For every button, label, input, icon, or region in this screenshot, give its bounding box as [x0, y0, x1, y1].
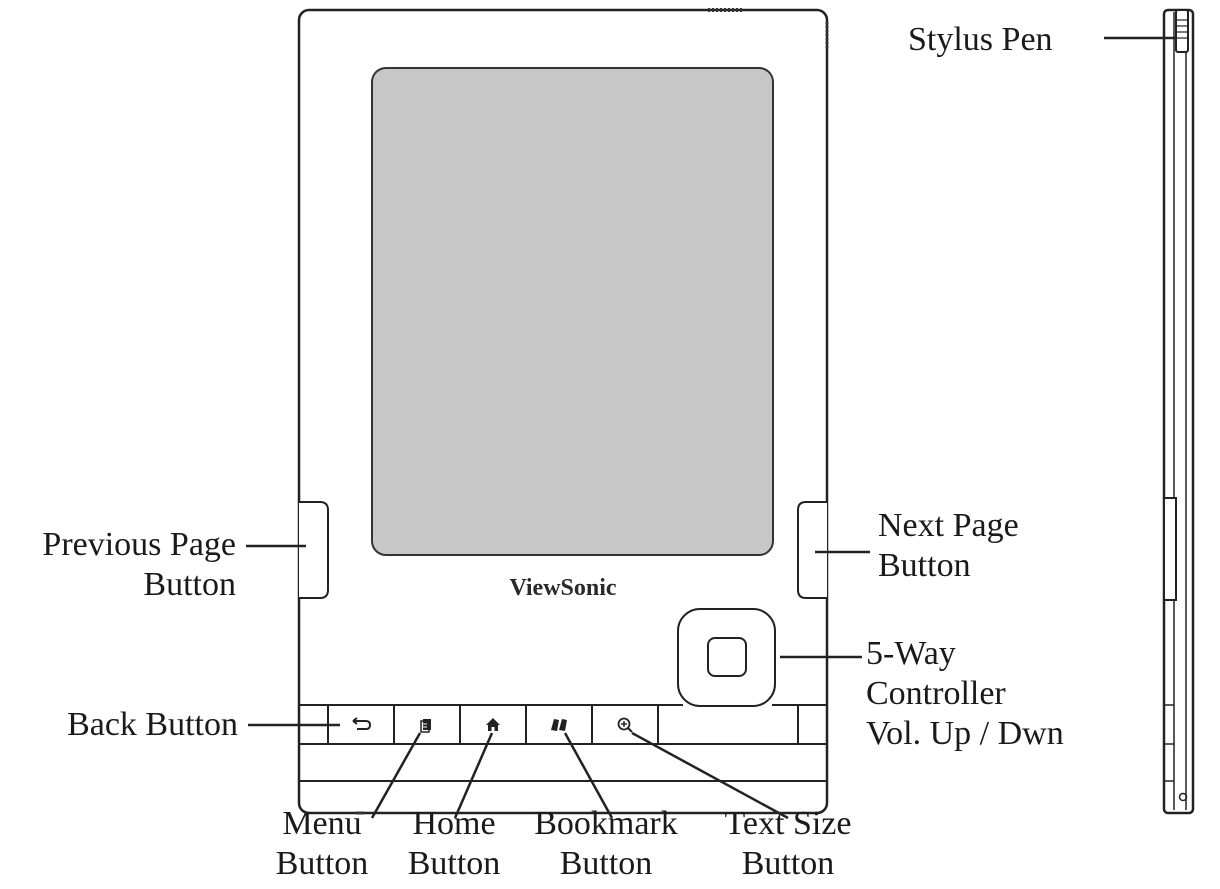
leader-bookmark	[563, 732, 614, 819]
label-next-page-line1: Next Page	[878, 507, 1019, 544]
label-back-button: Back Button	[67, 706, 238, 743]
label-previous-page-line2: Button	[143, 566, 236, 603]
label-text-size-line2: Button	[741, 845, 835, 882]
stylus-pen[interactable]	[1175, 9, 1189, 53]
e-ink-screen	[371, 67, 774, 556]
previous-page-button[interactable]	[299, 501, 329, 599]
leader-text-size	[631, 731, 789, 820]
label-bookmark-line2: Button	[559, 845, 653, 882]
zoom-in-icon	[617, 717, 633, 733]
label-menu-line2: Button	[275, 845, 369, 882]
label-text-size-line1: Text Size	[724, 805, 852, 842]
label-home-line2: Button	[407, 845, 501, 882]
label-next-page: Next Page Button	[878, 506, 1019, 586]
menu-list-icon	[420, 719, 431, 733]
label-menu: Menu Button	[252, 804, 392, 884]
leader-menu	[370, 732, 422, 819]
label-five-way: 5-Way Controller Vol. Up / Dwn	[866, 634, 1064, 754]
side-page-button	[1163, 497, 1177, 601]
label-home-line1: Home	[412, 805, 496, 842]
label-bookmark: Bookmark Button	[514, 804, 698, 884]
open-book-icon	[551, 719, 567, 731]
label-bookmark-line1: Bookmark	[534, 805, 678, 842]
leader-home	[453, 732, 494, 819]
side-port-icon	[1178, 792, 1188, 802]
label-home: Home Button	[384, 804, 524, 884]
label-five-way-line3: Vol. Up / Dwn	[866, 715, 1064, 752]
label-previous-page-line1: Previous Page	[42, 526, 236, 563]
home-icon	[486, 718, 500, 731]
label-menu-line1: Menu	[282, 805, 362, 842]
label-five-way-line1: 5-Way	[866, 635, 956, 672]
back-arrow-icon	[352, 717, 372, 730]
brand-logo-text: ViewSonic	[509, 575, 617, 601]
label-five-way-line2: Controller	[866, 675, 1006, 712]
label-text-size: Text Size Button	[700, 804, 876, 884]
label-previous-page: Previous Page Button	[0, 525, 236, 605]
label-stylus-pen: Stylus Pen	[908, 21, 1053, 58]
device-side-view	[1162, 8, 1195, 815]
next-page-button[interactable]	[797, 501, 827, 599]
label-next-page-line2: Button	[878, 547, 971, 584]
bookmark-button[interactable]	[527, 706, 591, 743]
five-way-center-button[interactable]	[707, 637, 747, 677]
